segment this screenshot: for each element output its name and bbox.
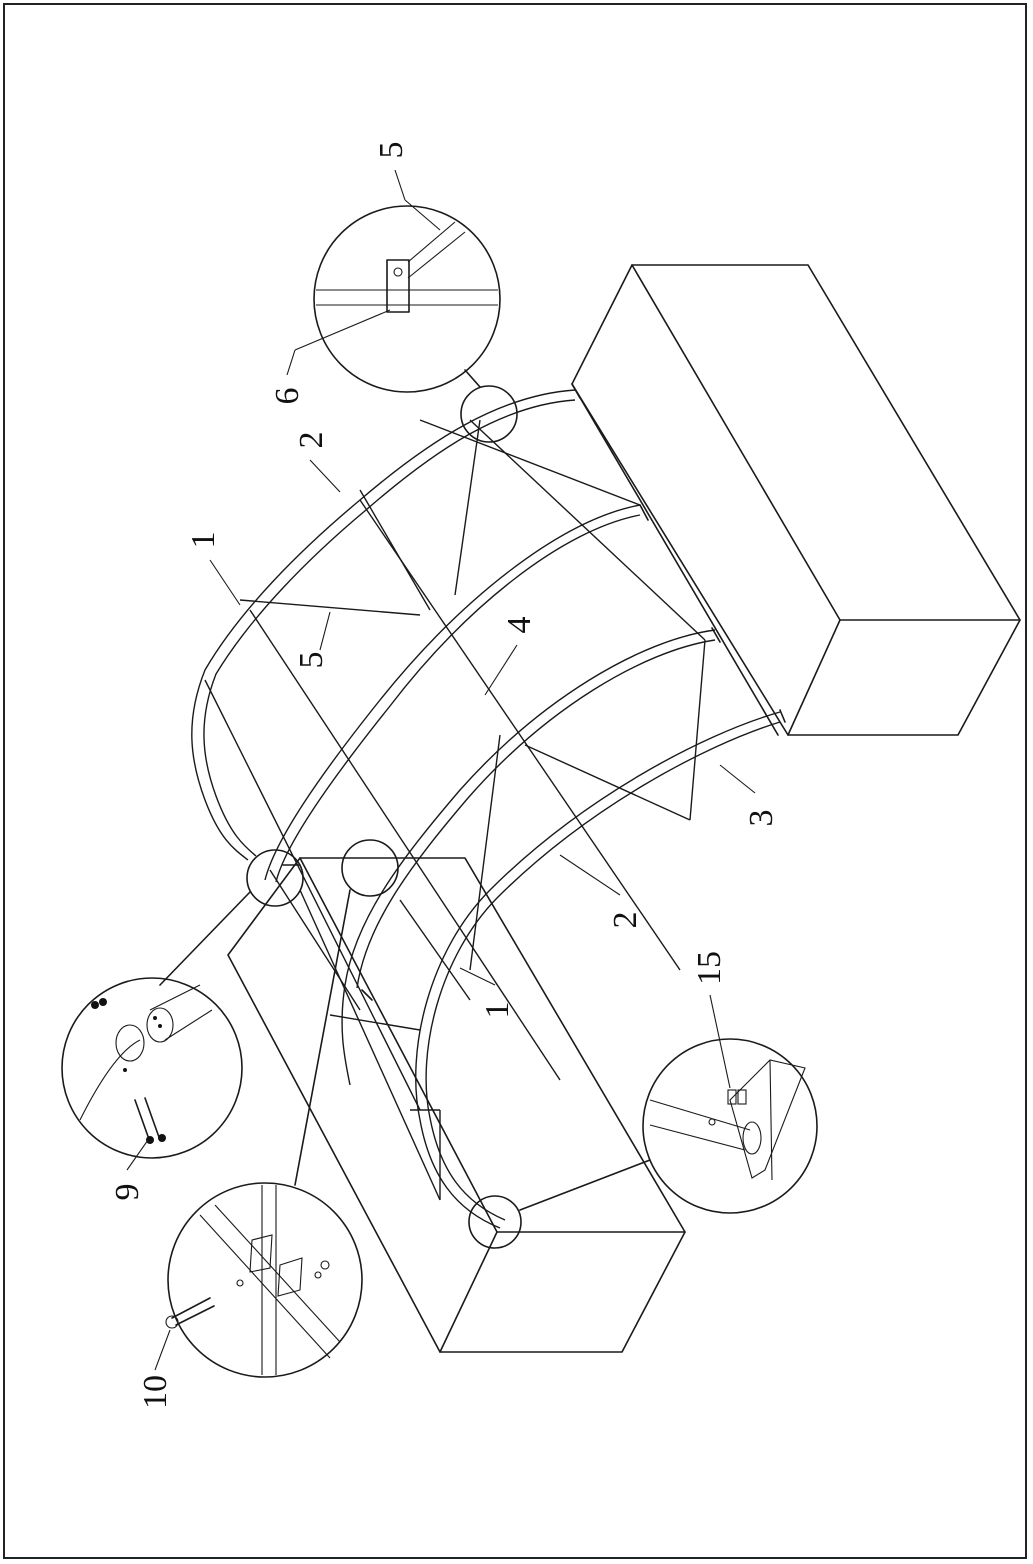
connector-left — [159, 891, 251, 986]
label-15: 15 — [691, 951, 728, 985]
connector-bottom — [519, 1159, 651, 1211]
detail-view-top — [313, 205, 501, 393]
drawing-frame — [3, 3, 1027, 1559]
detail-view-middle — [165, 1182, 363, 1378]
label-2-bottom: 2 — [607, 912, 644, 929]
label-1-bottom: 1 — [479, 1002, 516, 1019]
detail-circle-bottom — [468, 1195, 522, 1249]
leader-lines — [126, 169, 756, 1371]
label-3: 3 — [743, 810, 780, 827]
frame-structure — [191, 383, 786, 1229]
connector-middle — [294, 889, 351, 1186]
detail-circle-top — [460, 385, 518, 443]
label-1-top: 1 — [185, 532, 222, 549]
label-5-middle: 5 — [293, 652, 330, 669]
detail-circle-left — [246, 849, 304, 907]
label-5-top: 5 — [373, 142, 410, 159]
detail-circle-middle — [341, 839, 399, 897]
detail-view-bottom — [642, 1038, 818, 1214]
connector-top — [464, 369, 481, 388]
right-base-block — [571, 264, 1021, 736]
reference-labels: 5 6 2 1 5 4 3 2 1 15 9 10 — [109, 142, 780, 1410]
label-4: 4 — [501, 617, 538, 634]
detail-view-left — [61, 977, 243, 1159]
label-2-top: 2 — [293, 432, 330, 449]
label-10: 10 — [137, 1375, 174, 1409]
label-9: 9 — [109, 1184, 146, 1201]
left-base-block — [227, 857, 686, 1353]
label-6: 6 — [269, 388, 306, 405]
